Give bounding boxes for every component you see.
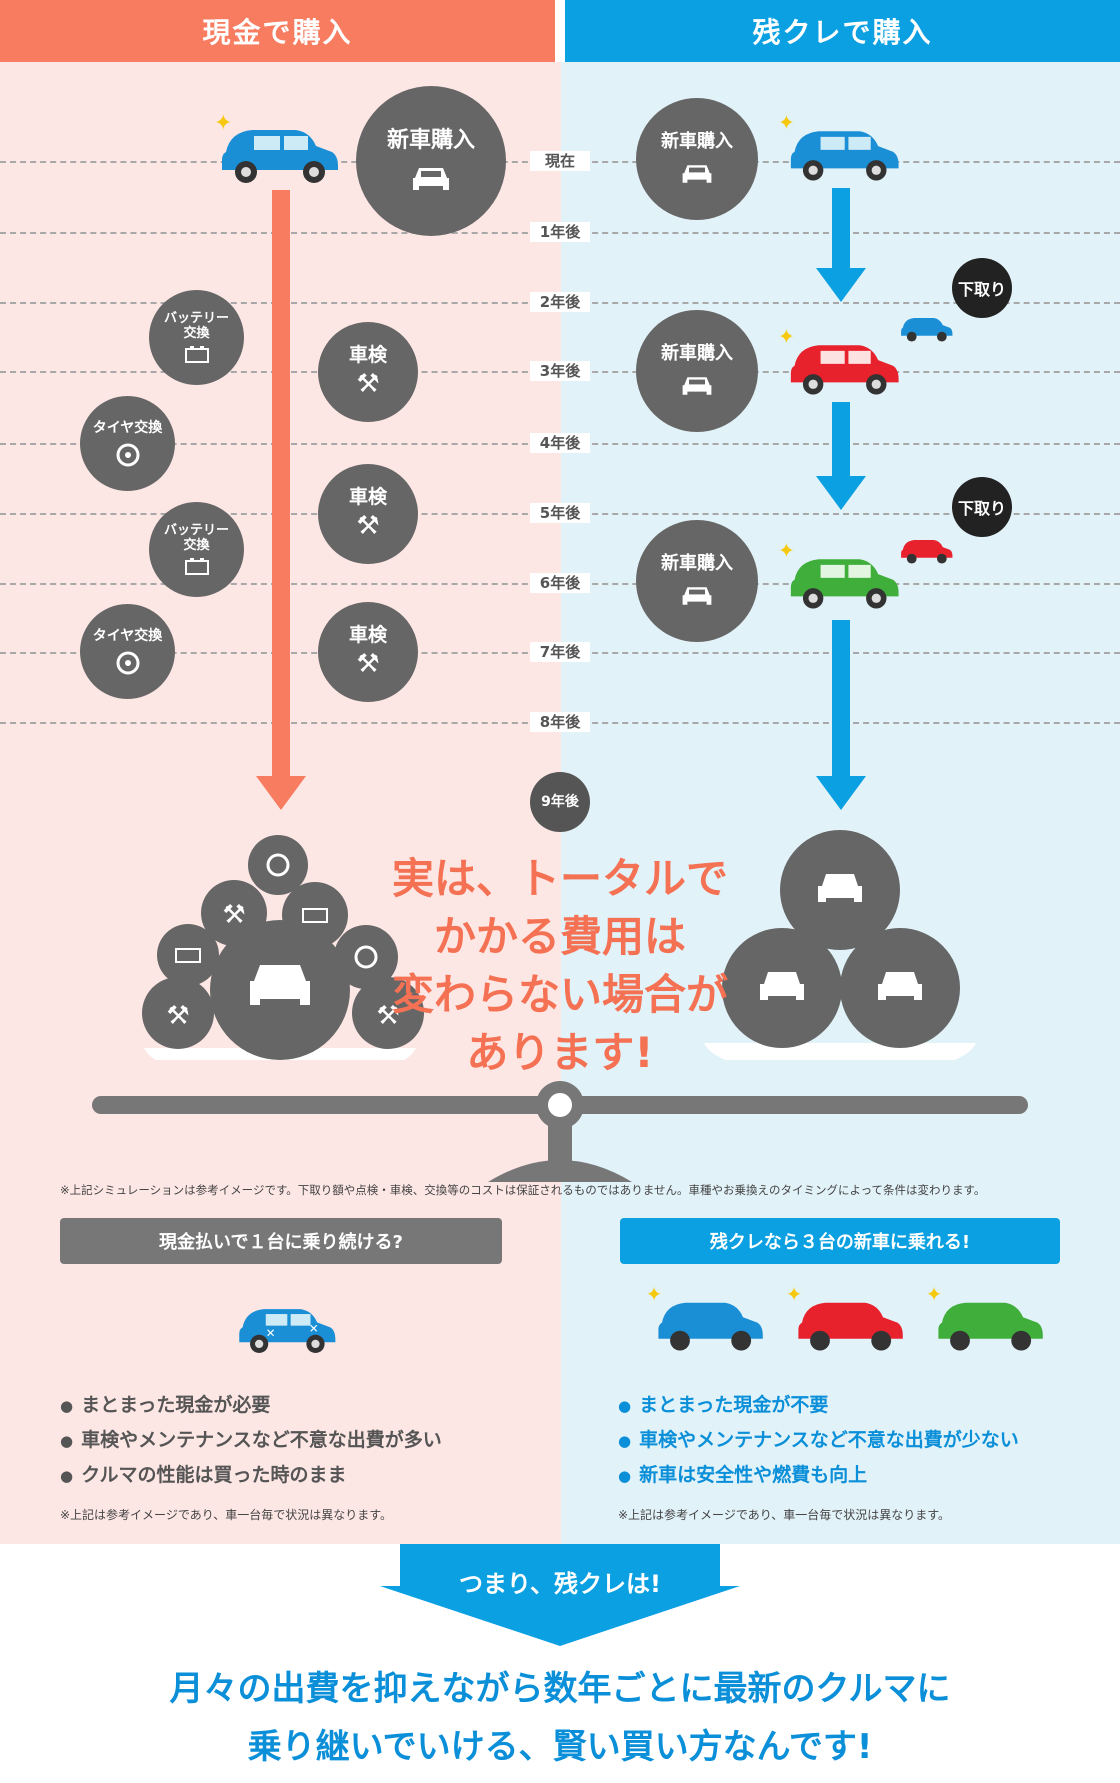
conclusion-text: 月々の出費を抑えながら数年ごとに最新のクルマに 乗り継いでいける、賢い買い方なん… bbox=[169, 1669, 951, 1767]
sparkle-icon: ✦ bbox=[778, 324, 795, 348]
trade-in-bubble-1: 下取り bbox=[952, 258, 1012, 318]
zancre-new-car-circle-1: 新車購入 bbox=[636, 98, 758, 220]
tire-replacement-circle: タイヤ交換 bbox=[80, 604, 175, 699]
zancre-purchase-header: 残クレで購入 bbox=[565, 0, 1120, 62]
timeline-label-now: 現在 bbox=[530, 151, 590, 171]
zancre-bullet-list: まとまった現金が不要 車検やメンテナンスなど不意な出費が少ない 新車は安全性や燃… bbox=[618, 1388, 1019, 1493]
timeline-label-3y: 3年後 bbox=[530, 361, 590, 381]
svg-text:✦: ✦ bbox=[786, 1283, 803, 1306]
simulation-disclaimer: ※上記シミュレーションは参考イメージです。下取り額や点検・車検、交換等のコストは… bbox=[60, 1183, 986, 1197]
tools-icon: ⚒ bbox=[356, 648, 380, 679]
timeline-label-4y: 4年後 bbox=[530, 433, 590, 453]
timeline-label-7y: 7年後 bbox=[530, 642, 590, 662]
cash-note: ※上記は参考イメージであり、車一台毎で状況は異なります。 bbox=[60, 1508, 393, 1522]
list-item: まとまった現金が不要 bbox=[618, 1388, 1019, 1423]
tire-icon bbox=[116, 651, 139, 675]
cash-timeline-arrow-shaft bbox=[272, 190, 290, 778]
summary-red-car-icon: ✦ bbox=[786, 1283, 903, 1351]
cash-bullet-list: まとまった現金が必要 車検やメンテナンスなど不意な出費が多い クルマの性能は買っ… bbox=[60, 1388, 442, 1493]
sparkle-icon: ✦ bbox=[778, 110, 795, 134]
cash-timeline-arrow-head bbox=[256, 776, 306, 810]
trade-in-bubble-2: 下取り bbox=[952, 477, 1012, 537]
conclusion-arrow bbox=[380, 1544, 740, 1646]
zancre-new-car-circle-2: 新車購入 bbox=[636, 310, 758, 432]
battery-replacement-circle: バッテリー 交換 bbox=[149, 502, 244, 597]
timeline-label-9y-badge: 9年後 bbox=[530, 772, 590, 832]
inspection-circle: 車検 ⚒ bbox=[318, 602, 418, 702]
car-icon bbox=[413, 167, 449, 190]
cash-purchase-header: 現金で購入 bbox=[0, 0, 555, 62]
zancre-new-car-circle-3: 新車購入 bbox=[636, 520, 758, 642]
car-icon bbox=[682, 587, 712, 606]
cash-summary-title: 現金払いで１台に乗り続ける? bbox=[60, 1218, 502, 1264]
green-car-icon: ✦ bbox=[778, 538, 899, 609]
cash-new-car-circle: 新車購入 bbox=[356, 86, 506, 236]
svg-text:⚒: ⚒ bbox=[166, 1001, 189, 1031]
tire-replacement-circle: タイヤ交換 bbox=[80, 396, 175, 491]
summary-blue-car-icon: ✦ bbox=[646, 1283, 763, 1351]
svg-text:✦: ✦ bbox=[926, 1283, 943, 1306]
car-icon bbox=[682, 165, 712, 184]
tire-icon bbox=[116, 443, 139, 467]
zancre-arrow-shaft-3 bbox=[832, 620, 850, 778]
battery-replacement-circle: バッテリー 交換 bbox=[149, 290, 244, 385]
zancre-cost-pile bbox=[704, 830, 976, 1060]
battery-icon bbox=[184, 558, 209, 576]
inspection-circle: 車検 ⚒ bbox=[318, 464, 418, 564]
sparkle-icon: ✦ bbox=[214, 111, 232, 136]
list-item: 新車は安全性や燃費も向上 bbox=[618, 1458, 1019, 1493]
scale-fulcrum bbox=[488, 1081, 632, 1182]
zancre-arrow-shaft-2 bbox=[832, 402, 850, 478]
zancre-note: ※上記は参考イメージであり、車一台毎で状況は異なります。 bbox=[618, 1508, 951, 1522]
cash-car-icon: ✦ bbox=[214, 111, 338, 183]
tools-icon: ⚒ bbox=[356, 510, 380, 541]
trade-in-blue-car-icon bbox=[901, 318, 953, 342]
list-item: まとまった現金が必要 bbox=[60, 1388, 442, 1423]
zancre-arrow-head-1 bbox=[816, 268, 866, 302]
timeline-label-1y: 1年後 bbox=[530, 222, 590, 242]
svg-text:⚒: ⚒ bbox=[376, 1001, 399, 1031]
svg-text:✦: ✦ bbox=[646, 1283, 663, 1306]
tools-icon: ⚒ bbox=[356, 368, 380, 399]
list-item: クルマの性能は買った時のまま bbox=[60, 1458, 442, 1493]
red-car-icon: ✦ bbox=[778, 324, 899, 395]
svg-text:⚒: ⚒ bbox=[222, 900, 245, 930]
center-message: 実は、トータルで かかる費用は 変わらない場合が あります! bbox=[391, 854, 728, 1077]
zancre-arrow-head-2 bbox=[816, 476, 866, 510]
timeline-label-8y: 8年後 bbox=[530, 712, 590, 732]
zancre-summary-title: 残クレなら３台の新車に乗れる! bbox=[620, 1218, 1060, 1264]
timeline-label-6y: 6年後 bbox=[530, 573, 590, 593]
zancre-arrow-head-3 bbox=[816, 776, 866, 810]
conclusion-arrow-label: つまり、残クレは! bbox=[459, 1570, 661, 1598]
timeline-label-5y: 5年後 bbox=[530, 503, 590, 523]
list-item: 車検やメンテナンスなど不意な出費が多い bbox=[60, 1423, 442, 1458]
timeline-label-2y: 2年後 bbox=[530, 292, 590, 312]
blue-car-icon: ✦ bbox=[778, 110, 899, 181]
car-icon bbox=[682, 377, 712, 396]
inspection-circle: 車検 ⚒ bbox=[318, 322, 418, 422]
sparkle-icon: ✦ bbox=[778, 538, 795, 562]
svg-text:✕: ✕ bbox=[266, 1326, 276, 1340]
cash-cost-pile: ⚒ ⚒ ⚒ bbox=[142, 835, 424, 1060]
battery-icon bbox=[184, 346, 209, 364]
list-item: 車検やメンテナンスなど不意な出費が少ない bbox=[618, 1423, 1019, 1458]
worn-blue-car-icon: ✕✕ bbox=[239, 1309, 336, 1353]
svg-text:✕: ✕ bbox=[309, 1321, 319, 1335]
summary-green-car-icon: ✦ bbox=[926, 1283, 1043, 1351]
zancre-arrow-shaft-1 bbox=[832, 188, 850, 270]
trade-in-red-car-icon bbox=[901, 540, 953, 564]
